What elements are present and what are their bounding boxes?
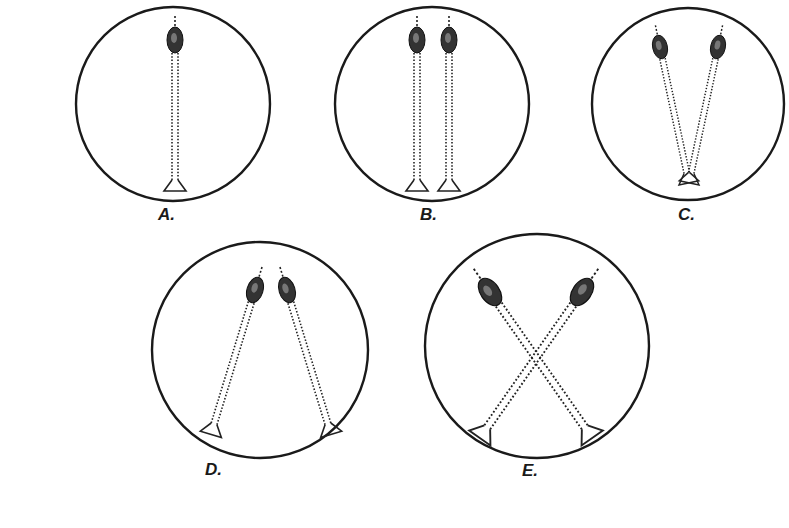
figure-letter: E. xyxy=(522,461,538,481)
figure-letter: A. xyxy=(158,205,175,225)
figure-letter: B. xyxy=(420,205,437,225)
figure-letter: D. xyxy=(205,460,222,480)
figure-letter: C. xyxy=(678,205,695,225)
